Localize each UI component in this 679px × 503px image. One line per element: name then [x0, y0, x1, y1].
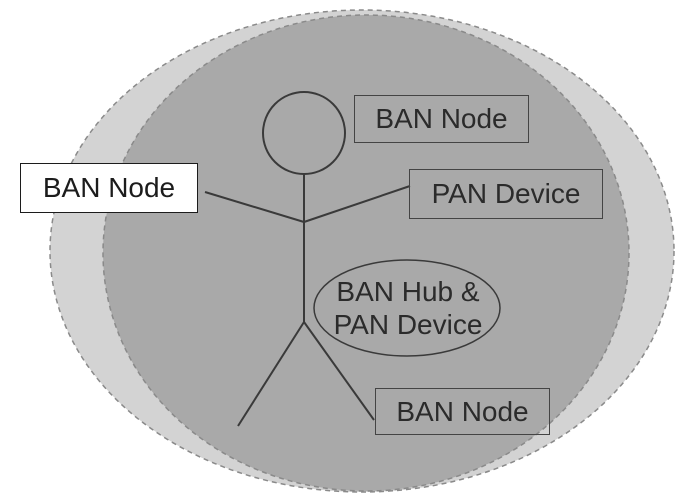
ban-hub-label-line1: BAN Hub &: [336, 275, 480, 307]
figure-right-arm: [303, 185, 411, 223]
ban-hub-label: BAN Hub & PAN Device: [318, 268, 498, 348]
figure-left-leg: [237, 321, 305, 427]
ban-node-head-label: BAN Node: [354, 95, 529, 143]
ban-coverage-area: [102, 14, 630, 492]
ban-hub-ellipse: [313, 259, 501, 357]
person-figure: [204, 91, 411, 427]
ban-hub-label-line2: PAN Device: [333, 309, 483, 340]
figure-left-arm: [204, 191, 305, 223]
figure-right-leg: [303, 321, 375, 421]
pan-device-right-hand-label: PAN Device: [409, 169, 603, 219]
ban-node-foot-label: BAN Node: [375, 388, 550, 435]
ban-node-left-hand-label: BAN Node: [20, 163, 198, 213]
